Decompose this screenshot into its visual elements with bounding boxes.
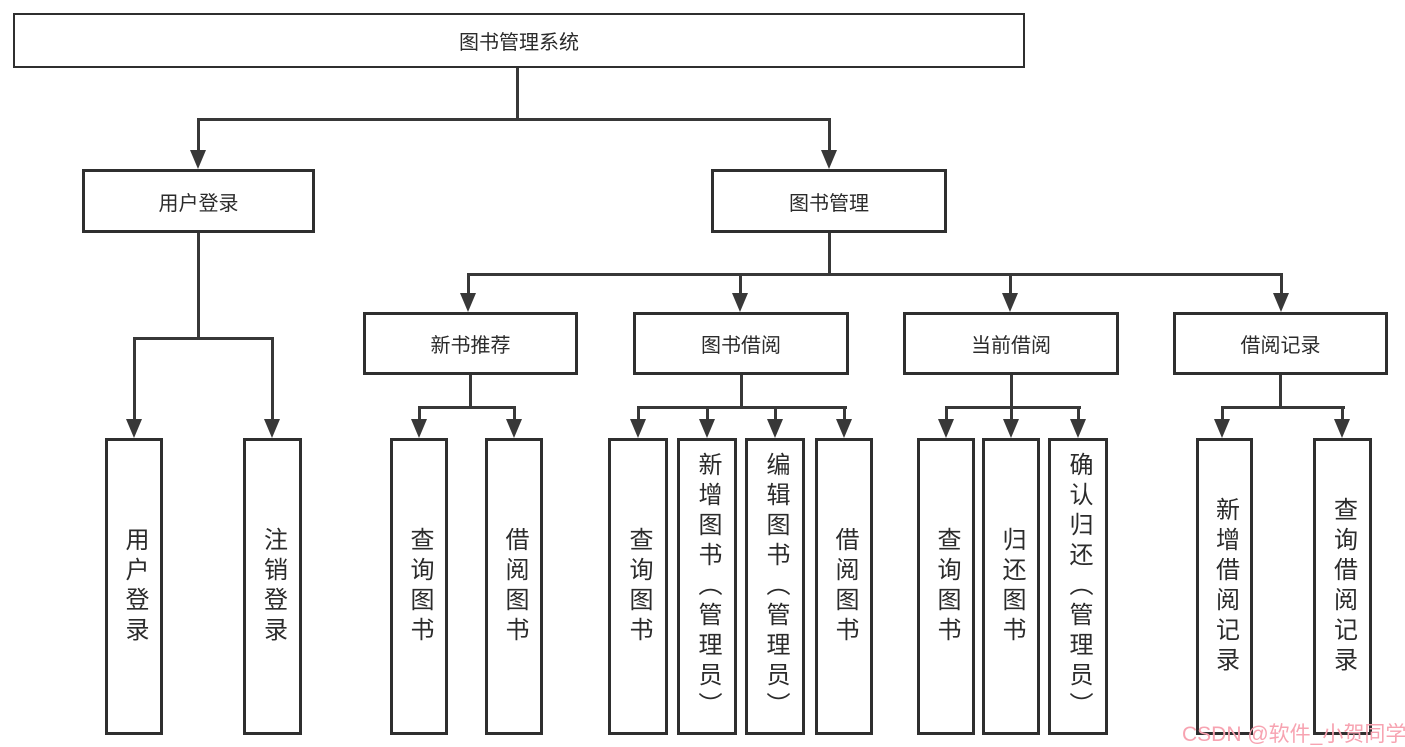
leaf-query-books-borrow: 查询图书	[608, 438, 668, 735]
connector-line	[513, 406, 516, 419]
node-label: 确认归还（管理员）	[1065, 451, 1092, 722]
connector-line	[828, 233, 831, 273]
leaf-borrow-books-recommend: 借阅图书	[485, 438, 543, 735]
leaf-add-book-admin: 新增图书（管理员）	[677, 438, 737, 735]
node-label: 借阅图书	[501, 526, 528, 647]
connector-line	[945, 406, 1081, 409]
node-label: 新增借阅记录	[1211, 496, 1239, 677]
arrowhead-down-icon	[264, 419, 280, 438]
arrowhead-down-icon	[938, 419, 954, 438]
arrowhead-down-icon	[1003, 419, 1019, 438]
node-user-login: 用户登录	[82, 169, 315, 233]
arrowhead-down-icon	[1334, 419, 1350, 438]
connector-line	[1341, 406, 1344, 419]
connector-line	[467, 273, 470, 293]
node-label: 查询图书	[406, 526, 433, 647]
connector-line	[1280, 273, 1283, 293]
connector-line	[469, 375, 472, 406]
node-label: 注销登录	[259, 526, 287, 647]
connector-line	[1221, 406, 1224, 419]
node-label: 查询图书	[933, 526, 960, 647]
arrowhead-down-icon	[126, 419, 142, 438]
connector-line	[418, 406, 421, 419]
connector-line	[1221, 406, 1345, 409]
connector-line	[467, 273, 1282, 276]
node-new-book-recommend: 新书推荐	[363, 312, 578, 375]
node-current-borrow: 当前借阅	[903, 312, 1119, 375]
connector-line	[740, 375, 743, 406]
node-label: 用户登录	[121, 526, 148, 647]
node-label: 借阅记录	[1240, 335, 1321, 357]
leaf-query-borrow-record: 查询借阅记录	[1313, 438, 1372, 735]
arrowhead-down-icon	[836, 419, 852, 438]
node-label: 图书管理系统	[459, 32, 579, 54]
arrowhead-down-icon	[630, 419, 646, 438]
connector-line	[843, 406, 846, 419]
node-label: 当前借阅	[971, 335, 1051, 357]
node-label: 查询图书	[625, 526, 652, 647]
connector-line	[197, 118, 200, 150]
node-label: 新增图书（管理员）	[694, 451, 721, 722]
leaf-borrow-books: 借阅图书	[815, 438, 873, 735]
connector-line	[1077, 406, 1080, 419]
connector-line	[828, 118, 831, 150]
node-label: 编辑图书（管理员）	[762, 451, 789, 722]
arrowhead-down-icon	[411, 419, 427, 438]
arrowhead-down-icon	[1273, 293, 1289, 312]
connector-line	[637, 406, 640, 419]
connector-line	[706, 406, 709, 419]
arrowhead-down-icon	[699, 419, 715, 438]
watermark: CSDN @软件_小贺同学	[1182, 723, 1405, 746]
connector-line	[197, 233, 200, 337]
node-label: 归还图书	[998, 526, 1025, 647]
leaf-return-book: 归还图书	[982, 438, 1040, 735]
connector-line	[1009, 273, 1012, 293]
connector-line	[774, 406, 777, 419]
leaf-query-books-recommend: 查询图书	[390, 438, 448, 735]
leaf-user-login: 用户登录	[105, 438, 163, 735]
node-book-borrow: 图书借阅	[633, 312, 849, 375]
connector-line	[945, 406, 948, 419]
node-root: 图书管理系统	[13, 13, 1025, 68]
arrowhead-down-icon	[1214, 419, 1230, 438]
node-book-management: 图书管理	[711, 169, 947, 233]
arrowhead-down-icon	[1002, 293, 1018, 312]
arrowhead-down-icon	[767, 419, 783, 438]
leaf-logout: 注销登录	[243, 438, 302, 735]
arrowhead-down-icon	[460, 293, 476, 312]
connector-line	[516, 68, 519, 118]
connector-line	[1279, 375, 1282, 406]
connector-line	[133, 337, 136, 419]
connector-line	[637, 406, 847, 409]
node-label: 图书借阅	[701, 335, 781, 357]
arrowhead-down-icon	[732, 293, 748, 312]
node-label: 借阅图书	[831, 526, 858, 647]
node-label: 用户登录	[158, 192, 239, 215]
node-label: 查询借阅记录	[1329, 496, 1357, 677]
arrowhead-down-icon	[506, 419, 522, 438]
node-label: 新书推荐	[430, 335, 511, 357]
leaf-edit-book-admin: 编辑图书（管理员）	[745, 438, 805, 735]
connector-line	[271, 337, 274, 419]
connector-line	[1010, 375, 1013, 406]
node-label: 图书管理	[789, 192, 869, 215]
connector-line	[418, 406, 516, 409]
leaf-add-borrow-record: 新增借阅记录	[1196, 438, 1253, 735]
arrowhead-down-icon	[821, 150, 837, 169]
leaf-query-books-current: 查询图书	[917, 438, 975, 735]
arrowhead-down-icon	[1070, 419, 1086, 438]
leaf-confirm-return-admin: 确认归还（管理员）	[1048, 438, 1108, 735]
connector-line	[133, 337, 274, 340]
arrowhead-down-icon	[190, 150, 206, 169]
connector-line	[197, 118, 831, 121]
connector-line	[739, 273, 742, 293]
connector-line	[1010, 406, 1013, 419]
node-borrow-records: 借阅记录	[1173, 312, 1388, 375]
